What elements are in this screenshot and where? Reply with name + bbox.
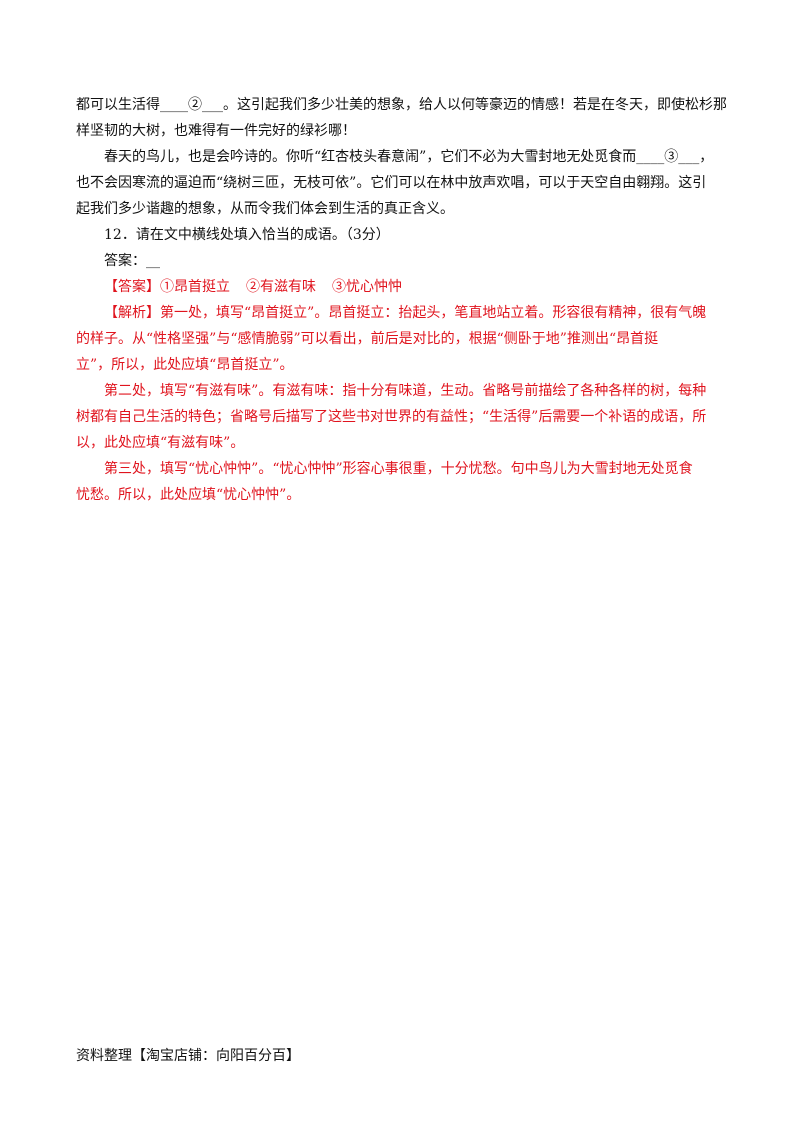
passage-line: 起我们多少谐趣的想象，从而令我们体会到生活的真正含义。 (76, 201, 454, 217)
passage-line: 样坚韧的大树，也难得有一件完好的绿衫哪！ (76, 123, 356, 139)
analysis-line: 的样子。从“性格坚强”与“感情脆弱”可以看出，前后是对比的，根据“侧卧于地”推测… (76, 331, 659, 347)
analysis-line: 树都有自己生活的特色；省略号后描写了这些书对世界的有益性；“生活得”后需要一个补… (76, 409, 707, 425)
analysis-line: 忧愁。所以，此处应填“忧心忡忡”。 (76, 487, 301, 503)
answer-item: ①昂首挺立 (160, 279, 230, 295)
passage-line: 都可以生活得____②___。这引起我们多少壮美的想象，给人以何等豪迈的情感！若… (76, 97, 726, 113)
analysis-line: 以，此处应填“有滋有味”。 (76, 435, 245, 451)
passage-line: 也不会因寒流的逼迫而“绕树三匝，无枝可依”。它们可以在林中放声欢唱，可以于天空自… (76, 175, 707, 191)
answer-line: 【答案】①昂首挺立 ②有滋有味 ③忧心忡忡 (76, 274, 726, 300)
answer-tag: 【答案】 (104, 279, 160, 295)
answer-item: ③忧心忡忡 (332, 279, 402, 295)
document-content: 都可以生活得____②___。这引起我们多少壮美的想象，给人以何等豪迈的情感！若… (76, 92, 726, 508)
analysis-line: 立”，所以，此处应填“昂首挺立”。 (76, 357, 294, 373)
analysis-line: 【解析】第一处，填写“昂首挺立”。昂首挺立：抬起头，笔直地站立着。形容很有精神，… (76, 300, 726, 326)
page-footer: 资料整理【淘宝店铺：向阳百分百】 (76, 1048, 300, 1064)
analysis-text: 第一处，填写“昂首挺立”。昂首挺立：抬起头，笔直地站立着。形容很有精神，很有气魄 (160, 305, 707, 321)
question-text: 12．请在文中横线处填入恰当的成语。（3分） (104, 227, 390, 243)
analysis-line: 第二处，填写“有滋有味”。有滋有味：指十分有味道，生动。省略号前描绘了各种各样的… (104, 383, 707, 399)
analysis-line: 第三处，填写“忧心忡忡”。“忧心忡忡”形容心事很重，十分忧愁。句中鸟儿为大雪封地… (104, 461, 693, 477)
analysis-tag: 【解析】 (104, 305, 160, 321)
answer-item: ②有滋有味 (246, 279, 316, 295)
answer-label: 答案：__ (104, 253, 160, 269)
passage-line: 春天的鸟儿，也是会吟诗的。你听“红杏枝头春意闹”，它们不必为大雪封地无处觅食而_… (104, 149, 714, 165)
